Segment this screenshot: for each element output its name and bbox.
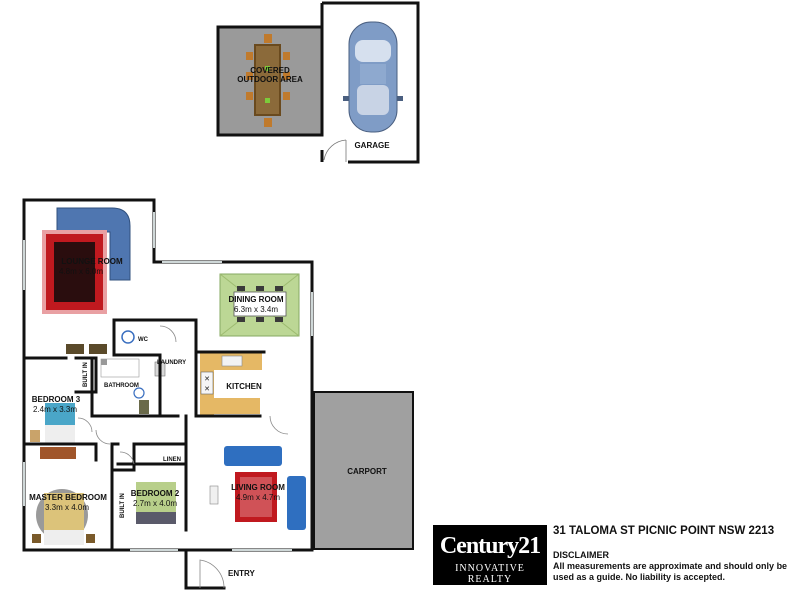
- bedroom-2: LINEN BUILT IN BEDROOM 2 2.7m x 4.0m: [120, 457, 181, 524]
- lounge-furniture: LOUNGE ROOM 4.8m x 6.0m: [42, 207, 131, 354]
- century21-logo: Century21 INNOVATIVE REALTY: [433, 525, 547, 585]
- bedroom-3: BEDROOM 3 2.4m x 3.3m: [30, 395, 81, 443]
- property-address: 31 TALOMA ST PICNIC POINT NSW 2213: [553, 525, 775, 537]
- dining-room-size: 6.3m x 3.4m: [234, 305, 278, 314]
- windows: [23, 212, 313, 551]
- master-bedroom: MASTER BEDROOM 3.3m x 4.0m: [29, 447, 107, 545]
- kitchen-label: KITCHEN: [226, 382, 262, 391]
- logo-sub: INNOVATIVE REALTY: [455, 563, 525, 585]
- master-bedroom-size: 3.3m x 4.0m: [45, 503, 89, 512]
- dining-room-label: DINING ROOM: [228, 295, 283, 304]
- built-in-label-2: BUILT IN: [120, 493, 126, 518]
- garage: GARAGE: [320, 1, 420, 164]
- built-in-label-1: BUILT IN: [83, 362, 89, 387]
- lounge-room-size: 4.8m x 6.0m: [59, 267, 103, 276]
- living-room: LIVING ROOM 4.9m x 4.7m: [209, 446, 306, 530]
- svg-text:✕: ✕: [204, 376, 210, 383]
- dining-furniture: DINING ROOM 6.3m x 3.4m: [219, 273, 300, 337]
- bedroom-3-size: 2.4m x 3.3m: [33, 405, 77, 414]
- wet-area-fittings: WC LAUNDRY BATHROOM BUILT IN: [83, 330, 186, 414]
- bedroom-3-label: BEDROOM 3: [32, 395, 81, 404]
- lounge-room-label: LOUNGE ROOM: [61, 257, 123, 266]
- covered-outdoor-label-2: OUTDOOR AREA: [237, 75, 303, 84]
- bedroom-2-size: 2.7m x 4.0m: [133, 499, 177, 508]
- carport: CARPORT: [313, 391, 414, 550]
- entry-label: ENTRY: [228, 569, 255, 578]
- disclaimer-text: All measurements are approximate and sho…: [553, 561, 788, 582]
- svg-text:✕: ✕: [204, 386, 210, 393]
- footer: Century21 INNOVATIVE REALTY 31 TALOMA ST…: [433, 525, 798, 587]
- garage-label: GARAGE: [354, 141, 390, 150]
- carport-label: CARPORT: [347, 467, 387, 476]
- disclaimer-title: DISCLAIMER: [553, 550, 609, 560]
- wc-label: WC: [138, 337, 149, 343]
- car-icon: [343, 21, 403, 133]
- covered-outdoor-label-1: COVERED: [250, 66, 290, 75]
- kitchen-fittings: ✕ ✕ KITCHEN: [200, 352, 262, 415]
- door-swings: [77, 325, 289, 589]
- bathroom-label: BATHROOM: [104, 383, 139, 389]
- master-bedroom-label: MASTER BEDROOM: [29, 493, 107, 502]
- bedroom-2-label: BEDROOM 2: [131, 489, 180, 498]
- covered-outdoor-area: COVERED OUTDOOR AREA: [216, 25, 324, 137]
- living-room-size: 4.9m x 4.7m: [236, 493, 280, 502]
- outdoor-dining-table: [246, 34, 290, 127]
- logo-brand: Century21: [439, 533, 541, 559]
- living-room-label: LIVING ROOM: [231, 483, 285, 492]
- linen-label: LINEN: [163, 457, 181, 463]
- laundry-label: LAUNDRY: [157, 360, 186, 366]
